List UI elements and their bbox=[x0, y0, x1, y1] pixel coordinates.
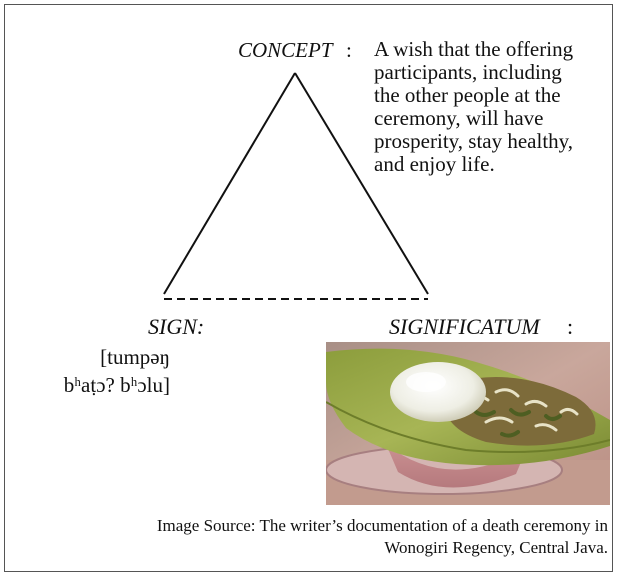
photo-greens bbox=[474, 408, 562, 438]
sign-line-2: bʰaṭɔ? bʰɔlu] bbox=[63, 373, 170, 397]
significatum-colon: : bbox=[567, 314, 574, 339]
triangle-left-edge bbox=[163, 72, 296, 295]
caption-line-1: Image Source: The writer’s documentation… bbox=[156, 516, 608, 535]
concept-line: prosperity, stay healthy, bbox=[374, 129, 574, 153]
sign-transcription: [tumpəŋ bʰaṭɔ? bʰɔlu] bbox=[64, 343, 170, 397]
sign-line-1: [tumpəŋ bbox=[100, 345, 170, 369]
photo-glass-bowl bbox=[386, 444, 526, 488]
photo-rice-mound bbox=[390, 362, 486, 422]
sign-label: SIGN: bbox=[148, 314, 205, 339]
image-source-caption: Image Source: The writer’s documentation… bbox=[108, 515, 608, 559]
concept-description: A wish that the offering participants, i… bbox=[374, 38, 614, 176]
concept-colon: : bbox=[346, 38, 352, 62]
caption-line-2: Wonogiri Regency, Central Java. bbox=[384, 538, 608, 557]
photo-rice-highlight bbox=[406, 372, 446, 392]
triangle-right-edge bbox=[294, 72, 429, 295]
significatum-label: SIGNIFICATUM bbox=[389, 314, 540, 339]
concept-label: CONCEPT bbox=[238, 38, 333, 62]
concept-line: A wish that the offering bbox=[374, 37, 574, 61]
concept-line: the other people at the bbox=[374, 83, 561, 107]
concept-line: ceremony, will have bbox=[374, 106, 544, 130]
photo-leaf-fold bbox=[326, 401, 610, 454]
concept-line: participants, including bbox=[374, 60, 562, 84]
concept-line: and enjoy life. bbox=[374, 152, 495, 176]
offering-photo bbox=[326, 342, 610, 505]
